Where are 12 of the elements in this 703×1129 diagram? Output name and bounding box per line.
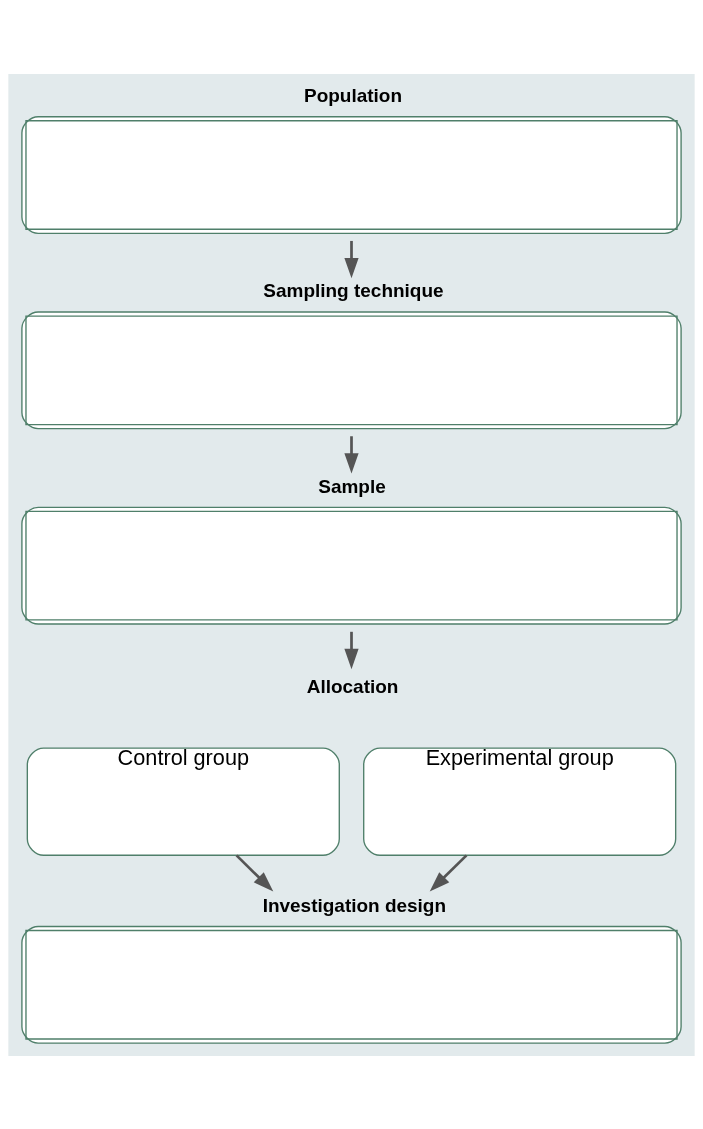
arrow	[344, 631, 359, 669]
node-box: Experimental group	[363, 746, 677, 856]
node-label: Sampling technique	[263, 279, 444, 301]
node-label: Population	[304, 84, 403, 106]
node-label: Sample	[318, 475, 386, 497]
node-label: Investigation design	[262, 894, 447, 916]
arrow	[429, 853, 468, 892]
node-box: Control group	[26, 746, 340, 856]
arrow	[235, 853, 274, 892]
arrow	[344, 435, 359, 474]
arrow	[344, 240, 359, 278]
node-text: Allocation	[306, 675, 399, 697]
